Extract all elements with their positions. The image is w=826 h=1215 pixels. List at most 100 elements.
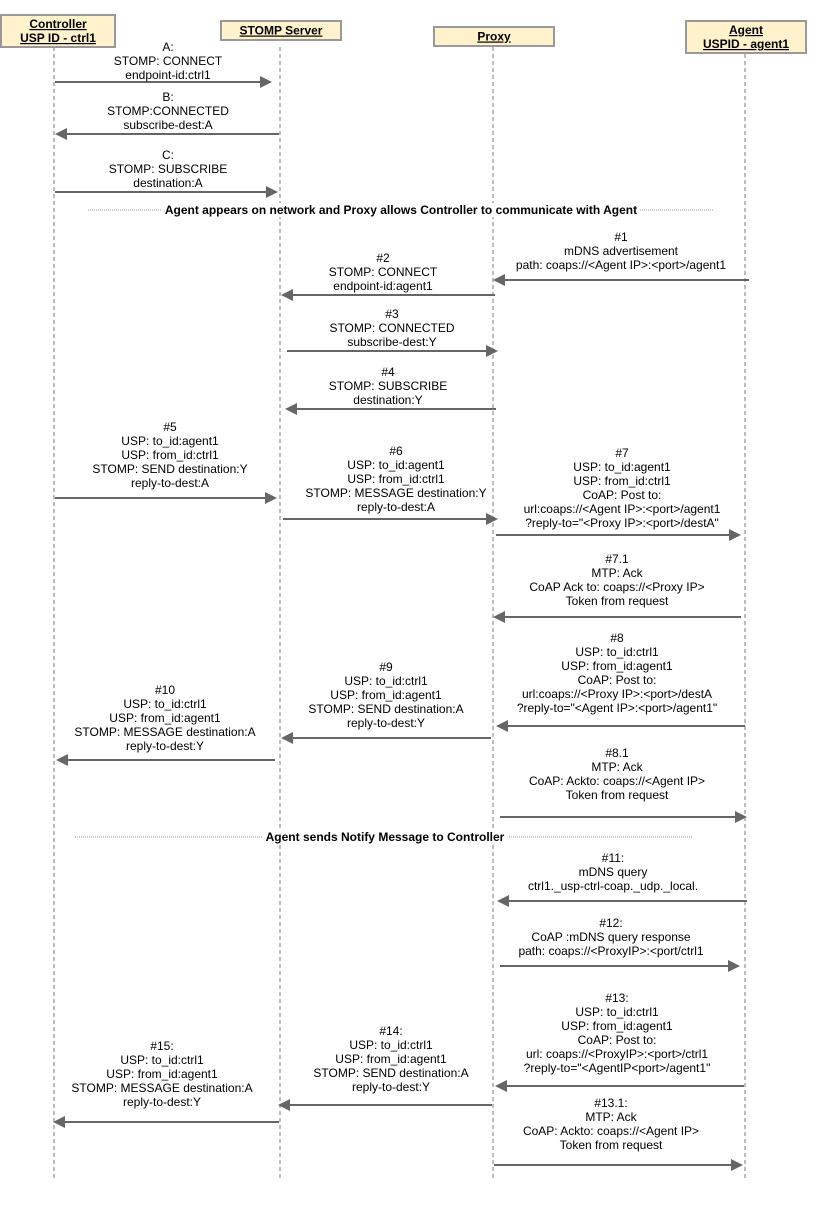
- participant-label: Proxy: [477, 30, 511, 44]
- message-11: #11:mDNS queryctrl1._usp-ctrl-coap._udp.…: [497, 851, 747, 907]
- message-label-line: STOMP: MESSAGE destination:A: [71, 1081, 252, 1095]
- message-label-line: STOMP: SUBSCRIBE: [109, 162, 227, 176]
- message-label-line: STOMP: SEND destination:A: [308, 702, 463, 716]
- message-label-line: USP: from_id:agent1: [561, 1019, 673, 1033]
- participant-label: USP ID - ctrl1: [20, 31, 96, 45]
- message-label-line: path: coaps://<ProxyIP>:<port/ctrl1: [518, 944, 703, 958]
- message-label-line: USP: to_id:ctrl1: [344, 674, 428, 688]
- message-label-line: CoAP: Post to:: [583, 488, 662, 502]
- message-label-line: STOMP: MESSAGE destination:A: [74, 725, 255, 739]
- arrow-head: [266, 186, 278, 198]
- arrow-head: [735, 811, 747, 823]
- message-label-line: STOMP: CONNECTED: [329, 321, 454, 335]
- message-label-line: #13.1:: [594, 1096, 627, 1110]
- participant-stomp: STOMP Server: [220, 20, 342, 41]
- message-label-line: CoAP: Post to:: [578, 1033, 657, 1047]
- separator-label: Agent appears on network and Proxy allow…: [165, 203, 637, 217]
- message-label-line: STOMP: SEND destination:Y: [92, 462, 247, 476]
- message-label-line: #10: [155, 683, 175, 697]
- message-label-line: STOMP: CONNECT: [114, 54, 223, 68]
- message-label-line: STOMP: MESSAGE destination:Y: [305, 486, 486, 500]
- arrow-head: [493, 611, 505, 623]
- message-label-line: STOMP:CONNECTED: [107, 104, 229, 118]
- arrow-head: [55, 128, 67, 140]
- participant-box: [0, 14, 116, 48]
- message-label-line: #9: [379, 660, 393, 674]
- section-separators: Agent appears on network and Proxy allow…: [75, 203, 714, 844]
- message-label-line: url: coaps://<ProxyIP>:<port>/ctrl1: [526, 1047, 708, 1061]
- message-label-line: CoAP: Ackto: coaps://<Agent IP>: [529, 774, 705, 788]
- message-label-line: CoAP :mDNS query response: [531, 930, 691, 944]
- message-label-line: USP: to_id:ctrl1: [575, 1005, 659, 1019]
- arrow-head: [497, 895, 509, 907]
- message-label-line: STOMP: SEND destination:A: [313, 1066, 468, 1080]
- participant-label: Controller: [29, 17, 87, 31]
- message-label-line: ctrl1._usp-ctrl-coap._udp._local.: [528, 879, 698, 893]
- message-label-line: reply-to-dest:A: [131, 476, 209, 490]
- message-label-line: mDNS query: [579, 865, 648, 879]
- message-label-line: USP: from_id:agent1: [109, 711, 221, 725]
- arrow-head: [265, 492, 277, 504]
- message-label-line: Token from request: [566, 788, 669, 802]
- message-label-line: #7.1: [605, 552, 629, 566]
- message-label-line: ?reply-to="<AgentIP<port>/agent1": [524, 1061, 711, 1075]
- arrow-head: [486, 513, 498, 525]
- message-label-line: url:coaps://<Agent IP>:<port>/agent1: [524, 502, 721, 516]
- message-label-line: url:coaps://<Proxy IP>:<port>/destA: [522, 687, 712, 701]
- arrow-head: [486, 345, 498, 357]
- message-label-line: subscribe-dest:A: [123, 118, 212, 132]
- message-label-line: USP: from_id:ctrl1: [121, 448, 219, 462]
- arrow-head: [56, 754, 68, 766]
- message-label-line: Token from request: [566, 594, 669, 608]
- participant-proxy: Proxy: [433, 26, 555, 47]
- message-label-line: CoAP: Post to:: [578, 673, 657, 687]
- message-label-line: #8: [610, 631, 624, 645]
- message-label-line: Token from request: [560, 1138, 663, 1152]
- message-label-line: #1: [614, 230, 628, 244]
- message-label-line: B:: [162, 90, 173, 104]
- message-label-line: USP: to_id:ctrl1: [575, 645, 659, 659]
- message-label-line: #6: [389, 444, 403, 458]
- arrow-head: [281, 289, 293, 301]
- participant-box: [433, 26, 555, 47]
- message-label-line: USP: from_id:agent1: [330, 688, 442, 702]
- message-label-line: endpoint-id:ctrl1: [125, 68, 211, 82]
- arrow-head: [493, 274, 505, 286]
- separator-label-bg: [161, 203, 641, 217]
- message-label-line: USP: to_id:ctrl1: [123, 697, 207, 711]
- message-label-line: ?reply-to="<Agent IP>:<port>/agent1": [517, 701, 717, 715]
- message-label-line: #13:: [605, 991, 628, 1005]
- arrow-head: [728, 960, 740, 972]
- arrow-head: [495, 1080, 507, 1092]
- message-label-line: C:: [162, 148, 174, 162]
- message-label-line: USP: from_id:ctrl1: [347, 472, 445, 486]
- message-label-line: endpoint-id:agent1: [333, 279, 433, 293]
- message-label-line: #7: [615, 446, 629, 460]
- message-label-line: #12:: [599, 916, 622, 930]
- message-label-line: reply-to-dest:Y: [123, 1095, 201, 1109]
- message-label-line: USP: to_id:ctrl1: [349, 1038, 433, 1052]
- message-label-line: ?reply-to="<Proxy IP>:<port>/destA": [525, 516, 719, 530]
- message-label-line: MTP: Ack: [591, 566, 643, 580]
- arrow-head: [496, 720, 508, 732]
- message-label-line: USP: from_id:agent1: [335, 1052, 447, 1066]
- message-label-line: STOMP: CONNECT: [329, 265, 438, 279]
- message-label-line: USP: from_id:agent1: [106, 1067, 218, 1081]
- message-label-line: destination:A: [133, 176, 202, 190]
